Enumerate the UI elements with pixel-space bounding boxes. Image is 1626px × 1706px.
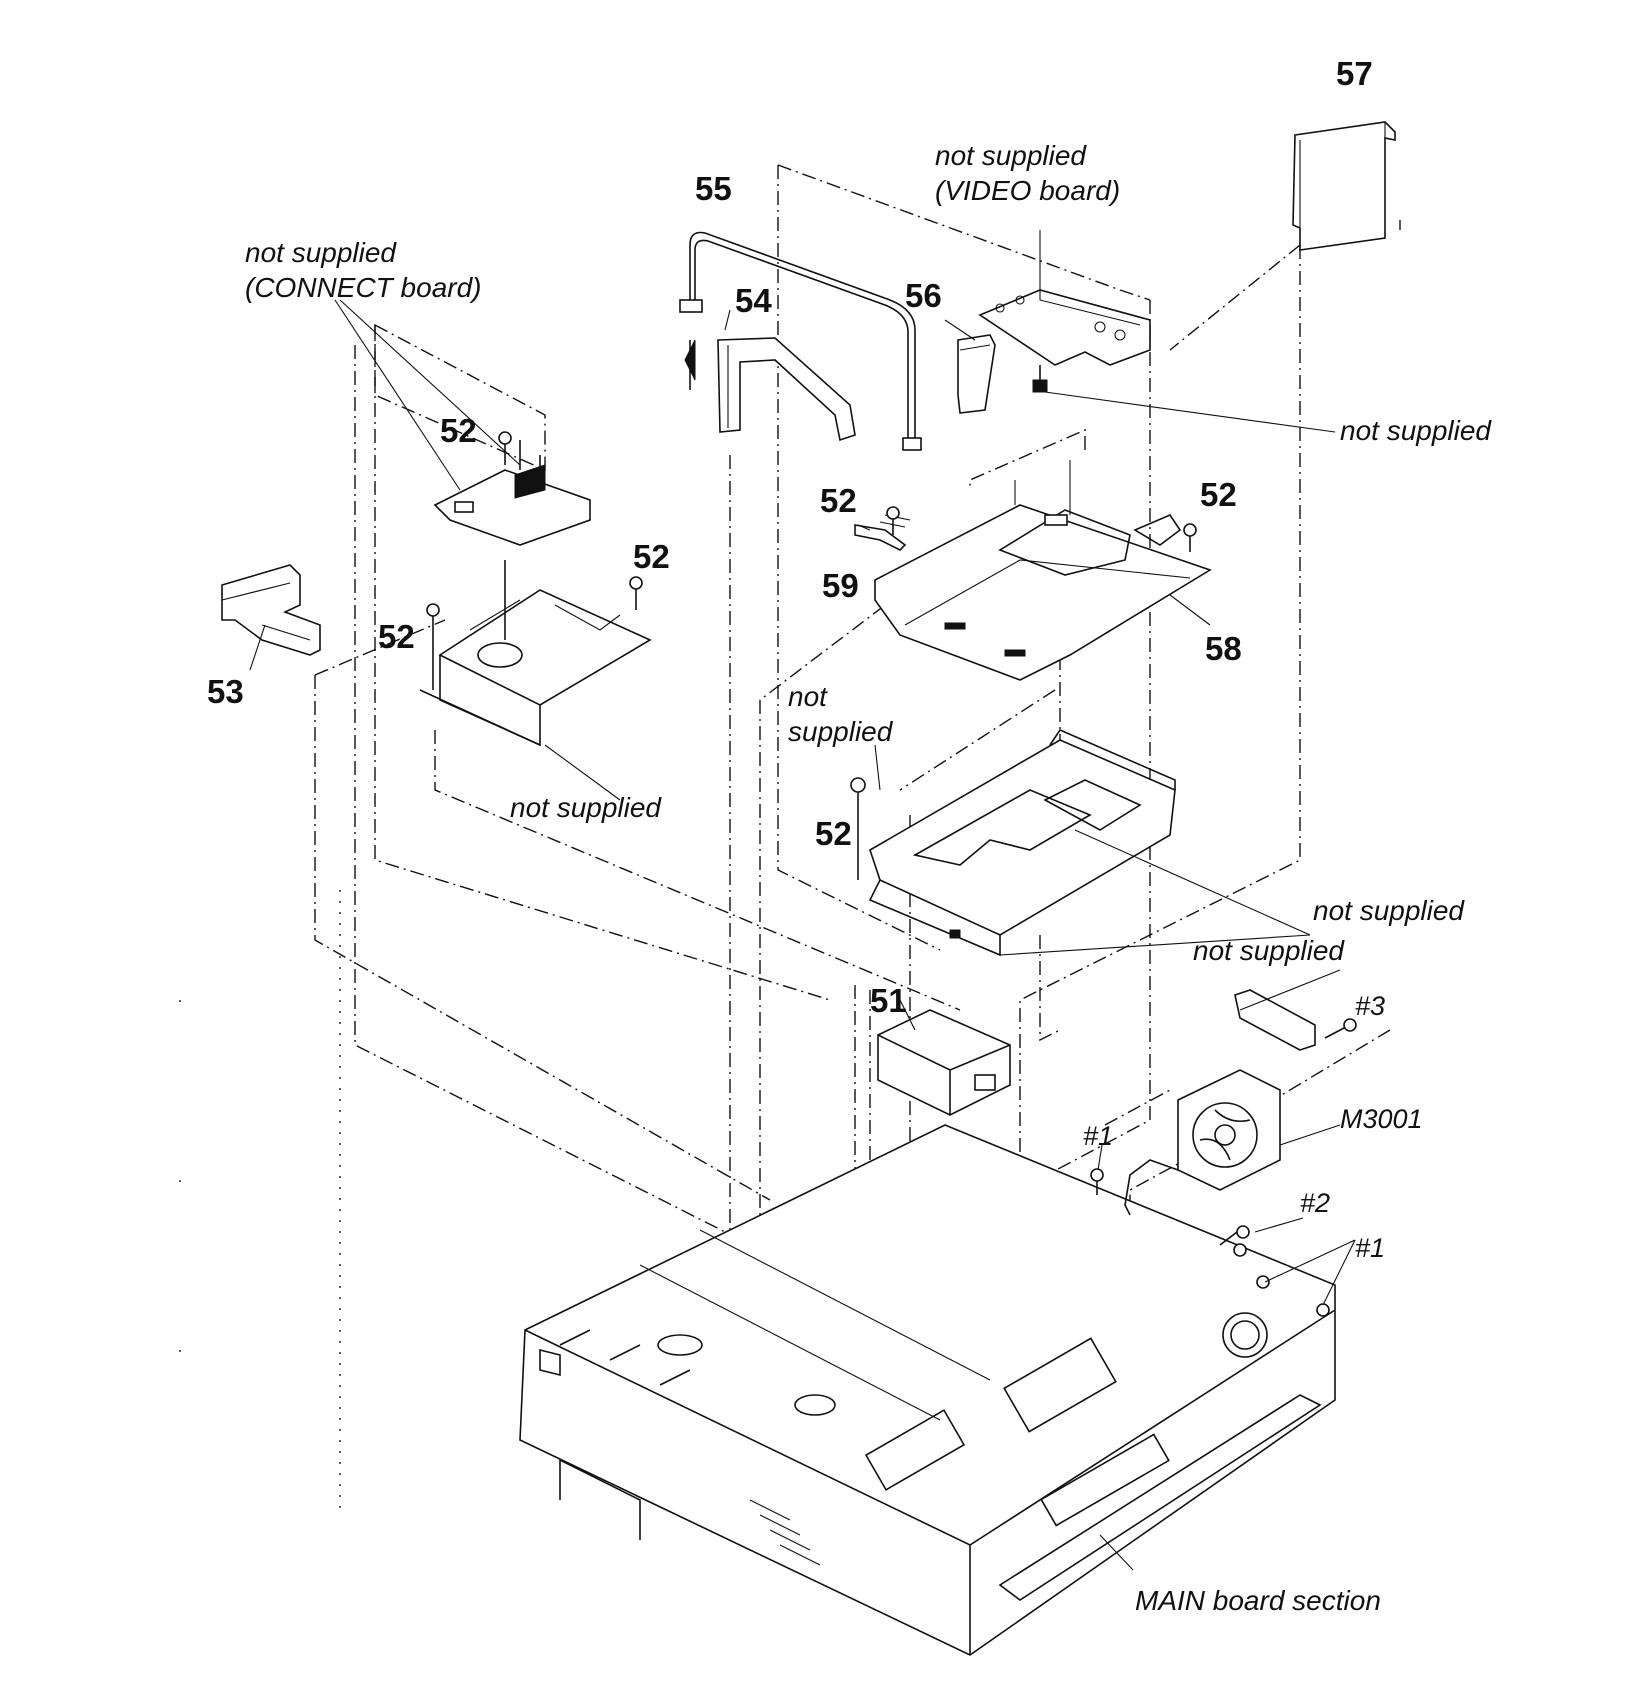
- shield-plate: [868, 728, 1176, 957]
- part-56-short-cable: [957, 334, 996, 414]
- screw-1-b: [1233, 1243, 1247, 1257]
- labels: 57 not supplied (VIDEO board) 55 not sup…: [207, 55, 1492, 1616]
- label-not: not: [788, 681, 828, 712]
- label-shield-not-supplied: not supplied: [1313, 895, 1465, 926]
- screw-3: [1324, 1018, 1357, 1039]
- label-connect-not-supplied: not supplied: [245, 237, 397, 268]
- label-52-d: 52: [820, 482, 857, 519]
- label-52-f: 52: [815, 815, 852, 852]
- screws: [426, 431, 1357, 1317]
- label-54: 54: [735, 282, 772, 319]
- part-51-drive-unit: [877, 1009, 1011, 1116]
- part-58-board: [874, 460, 1212, 681]
- label-2: #2: [1300, 1188, 1330, 1218]
- video-board: [978, 289, 1151, 393]
- label-1-b: #1: [1355, 1233, 1385, 1263]
- label-video-board: (VIDEO board): [935, 175, 1120, 206]
- label-tray-not-supplied: not supplied: [510, 792, 662, 823]
- connect-tray: [419, 560, 652, 747]
- label-53: 53: [207, 673, 244, 710]
- label-58: 58: [1205, 630, 1242, 667]
- label-59: 59: [822, 567, 859, 604]
- label-m3001: M3001: [1340, 1104, 1423, 1134]
- label-56: 56: [905, 277, 942, 314]
- screw-52-a: [498, 431, 512, 465]
- label-bracket-not-supplied: not supplied: [1193, 935, 1345, 966]
- screw-1-c: [1256, 1275, 1270, 1289]
- m3001-fan: [1124, 1069, 1281, 1216]
- screw-52-d: [886, 506, 900, 535]
- label-52-b: 52: [633, 538, 670, 575]
- screw-1-a: [1090, 1168, 1104, 1195]
- part-59-bracket: [854, 524, 907, 551]
- label-main-board: MAIN board section: [1135, 1585, 1381, 1616]
- screw-52-b: [629, 576, 643, 610]
- screw-2: [1219, 1225, 1250, 1246]
- leader-lines: [249, 230, 1356, 1571]
- label-1-a: #1: [1083, 1121, 1113, 1151]
- label-55: 55: [695, 170, 732, 207]
- label-52-e: 52: [1200, 476, 1237, 513]
- label-connect-board: (CONNECT board): [245, 272, 481, 303]
- part-53-bracket: [221, 564, 321, 656]
- main-chassis: [519, 1124, 1336, 1656]
- part-55-wire-harness: [679, 231, 922, 451]
- label-supplied: supplied: [788, 716, 894, 747]
- connect-board: [433, 440, 591, 546]
- label-57: 57: [1336, 55, 1373, 92]
- screw-52-f: [850, 777, 866, 880]
- label-51: 51: [870, 982, 907, 1019]
- screw-52-e: [1183, 523, 1197, 552]
- label-video-not-supplied: not supplied: [935, 140, 1087, 171]
- part-57-flat-cable: [1292, 121, 1396, 251]
- part-54-ribbon-cable: [717, 337, 856, 442]
- label-not-supplied-right: not supplied: [1340, 415, 1492, 446]
- label-52-c: 52: [378, 618, 415, 655]
- label-3: #3: [1355, 991, 1385, 1021]
- small-bracket: [1234, 989, 1316, 1051]
- screw-52-c: [426, 603, 440, 690]
- label-52-a: 52: [440, 412, 477, 449]
- screw-1-d: [1316, 1303, 1330, 1317]
